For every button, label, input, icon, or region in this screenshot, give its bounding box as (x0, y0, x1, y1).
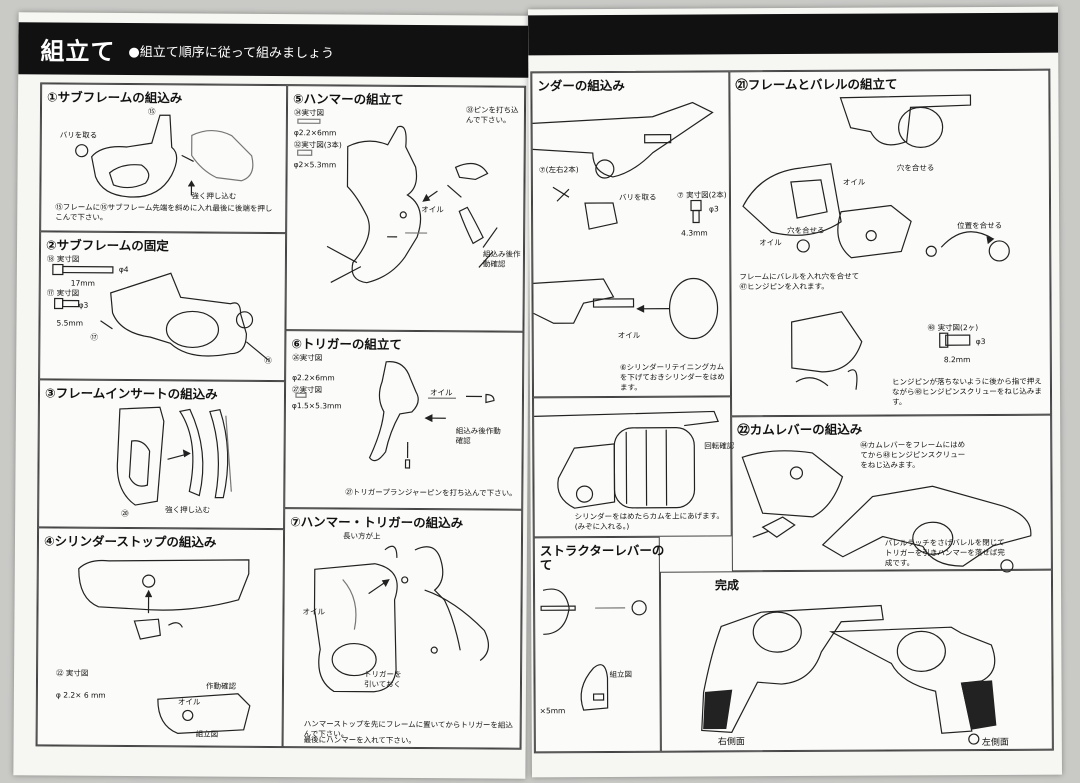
cylinder-cam-illustration (534, 410, 720, 509)
trigger-illustration (295, 361, 495, 469)
hammer-trigger-illustration (313, 545, 489, 693)
step-caption: フレームにバレルを入れ穴を合せて㊼ヒンジピンを入れます。 (739, 271, 860, 292)
step-caption: バレルラッチをさげバレルを閉じてトリガーを引きハンマーを落せば完成です。 (884, 537, 1005, 568)
step-22-panel: ㉒カムレバーの組込み ㊹カムレバーをフレームにはめてから㊽ヒンジピンスクリューを… (731, 414, 1052, 573)
step-caption: 最後にハンマーを入れて下さい。 (303, 735, 416, 746)
page-title: 組立て (40, 37, 116, 66)
step-caption: ㊹カムレバーをフレームにはめてから㊽ヒンジピンスクリューをねじ込みます。 (860, 440, 966, 470)
instruction-grid: ①サブフレームの組込み バリを取る ⑮ 強く押し込む ⑮フレームに⑯サブフレーム… (35, 82, 527, 750)
header-bar: 組立て ●組立て順序に従って組みましょう (18, 22, 531, 78)
step-caption: ㉗トリガープランジャーピンを打ち込んで下さい。 (345, 487, 517, 498)
complete-revolver-illustration (701, 604, 997, 745)
page-subtitle: ●組立て順序に従って組みましょう (128, 44, 335, 62)
step-2-panel: ②サブフレームの固定 ⑱ 実寸図 φ4 17mm ⑰ 実寸図 φ3 5.5mm … (39, 231, 287, 382)
extractor-lever-panel: ストラクターレバーの て 組立図 ×5mm (533, 536, 664, 753)
left-side-label: 左側面 (981, 737, 1009, 749)
step-1-panel: ①サブフレームの組込み バリを取る ⑮ 強く押し込む ⑮フレームに⑯サブフレーム… (40, 83, 288, 234)
step-7-panel: ⑦ハンマー・トリガーの組込み 長い方が上 オイル トリガーを引いておく ハンマー… (282, 508, 523, 749)
hammer-illustration (297, 118, 498, 284)
left-page: 組立て ●組立て順序に従って組みましょう ①サブフレームの組込み バリを取る ⑮… (13, 12, 531, 779)
subframe-screw-illustration (52, 263, 269, 361)
step-3-panel: ③フレームインサートの組込み 強く押し込む ⑳ (38, 379, 286, 530)
step-6-panel: ⑥トリガーの組立て ㉖実寸図 φ2.2×6mm ㉗実寸図 φ1.5×5.3mm … (284, 330, 524, 510)
frame-insert-illustration (116, 406, 232, 506)
header-bar-right (528, 12, 1059, 56)
step-caption: ⑥シリンダーリテイニングカムを下げておきシリンダーをはめます。 (619, 362, 725, 392)
step-5-panel: ⑤ハンマーの組立て ㉞実寸図 φ2.2×6mm ㉜実寸図(3本) φ2×5.3m… (285, 85, 526, 332)
instruction-grid-right: ンダーの組込み ⑦(左右2本) バリを取る ⑦ 実寸図(2本) φ3 4.3mm… (530, 68, 1054, 754)
cylinder-step-panel: ンダーの組込み ⑦(左右2本) バリを取る ⑦ 実寸図(2本) φ3 4.3mm… (531, 71, 732, 398)
frame-barrel-illustration (742, 94, 1010, 390)
cylinder-illustration (532, 101, 719, 340)
cylinder-cam-panel: 回転確認 シリンダーをはめたらカムを上にあげます。(みぞに入れる。) (533, 396, 734, 538)
step-caption: ⑮フレームに⑯サブフレーム先端を斜めに入れ最後に後端を押しこんで下さい。 (55, 202, 273, 222)
step-21-panel: ㉑フレームとバレルの組立て 穴を合せる オイル 穴を合せる オイル 位置を合せる… (729, 69, 1052, 417)
step-caption: シリンダーをはめたらカムを上にあげます。(みぞに入れる。) (574, 511, 724, 532)
step-4-panel: ④シリンダーストップの組込み ㉒ 実寸図 φ 2.2× 6 mm 作動確認 オイ… (36, 527, 285, 748)
cam-lever-illustration (741, 450, 1032, 573)
right-page: ンダーの組込み ⑦(左右2本) バリを取る ⑦ 実寸図(2本) φ3 4.3mm… (527, 6, 1063, 778)
complete-panel: 完成 右側面 左側面 (659, 569, 1053, 752)
extractor-lever-illustration (540, 588, 647, 711)
step-caption: ヒンジピンが落ちないように後から指で押えながら㊽ヒンジピンスクリューをねじ込みま… (891, 376, 1042, 407)
subframe-illustration (75, 114, 254, 198)
right-side-label: 右側面 (717, 737, 745, 748)
cylinder-stop-illustration (78, 559, 251, 734)
